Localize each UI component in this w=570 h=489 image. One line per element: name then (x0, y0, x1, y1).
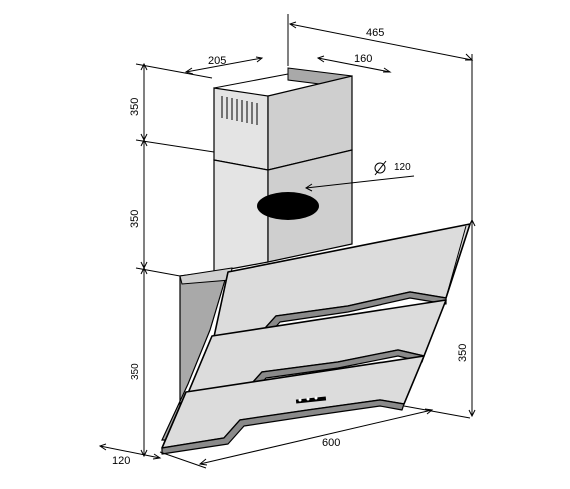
hood-height-left-label: 350 (130, 363, 141, 380)
diameter-symbol-icon (374, 162, 386, 174)
chimney-width-label: 205 (208, 55, 226, 67)
wall-depth-label: 120 (112, 455, 130, 467)
vent-grille (221, 96, 258, 125)
hood-height-right-label: 350 (457, 344, 469, 362)
glass-panel-bottom-edge (161, 399, 405, 455)
chimney (213, 67, 353, 273)
chimney-depth-label: 160 (354, 53, 372, 65)
hood-body (161, 223, 471, 455)
duct-diameter-label: 120 (394, 162, 411, 173)
control-panel (295, 396, 327, 404)
dimension-lines (98, 14, 476, 469)
lower-duct-left-face (213, 159, 269, 273)
hood-width-label: 600 (322, 437, 340, 449)
lower-duct-height-label: 350 (129, 210, 141, 228)
dimension-labels: 465 205 160 350 350 350 350 120 600 120 (112, 27, 469, 467)
upper-duct-height-label: 350 (129, 98, 141, 116)
duct-opening (257, 192, 319, 220)
overall-width-label: 465 (366, 27, 384, 39)
